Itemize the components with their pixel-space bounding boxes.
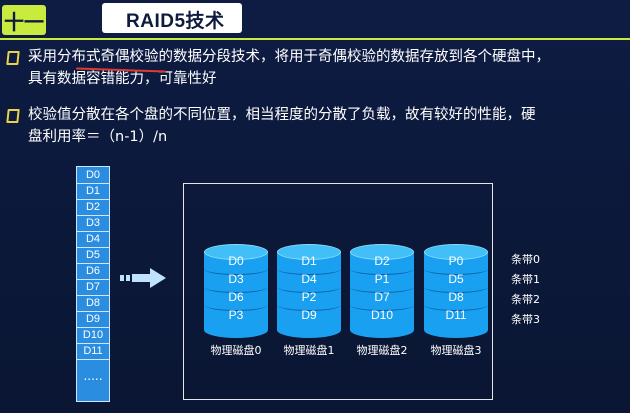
title-bar [102,3,242,33]
more-indicator: ..... [83,369,103,383]
header-divider [0,38,630,40]
disk-block: D5 [448,272,464,286]
stripe-cell: D5 [77,247,109,264]
arrow-right-icon [120,268,166,288]
disk-block: D0 [228,254,244,268]
disk-block: D7 [374,290,390,304]
disk-block: D6 [228,290,244,304]
bullet-text-2: 校验值分散在各个盘的不同位置，相当程度的分散了负载，故有较好的性能，硬 盘利用率… [28,104,628,148]
disk-block: P1 [374,272,390,286]
stripe-cell: D11 [77,343,109,360]
stripe-cell: D0 [77,167,109,184]
disk-block: D1 [301,254,317,268]
data-stripe-list: D0 D1 D2 D3 D4 D5 D6 D7 D8 D9 D10 D11 ..… [76,166,110,402]
stripe-cell: D7 [77,279,109,296]
bullet-item-2: 校验值分散在各个盘的不同位置，相当程度的分散了负载，故有较好的性能，硬 盘利用率… [6,104,630,150]
stripe-cell: D10 [77,327,109,344]
stripe-cell: D3 [77,215,109,232]
bullet-2-line1: 校验值分散在各个盘的不同位置，相当程度的分散了负载，故有较好的性能，硬 [28,107,536,123]
disk-block: D11 [445,308,467,322]
disk-block: D10 [370,308,393,322]
disk-label: 物理磁盘0 [210,344,262,357]
disk-block: P3 [228,308,244,322]
disk-label: 物理磁盘1 [283,344,335,357]
chapter-number: 十一 [2,5,46,35]
stripe-cell: D1 [77,183,109,200]
disk-1: D1 D4 P2 D9 [277,244,341,340]
disk-block: P2 [301,290,317,304]
disk-0: D0 D3 D6 P3 [204,244,268,340]
disk-block: D4 [301,272,317,286]
stripe-label-2: 条带2 [511,293,540,306]
raid-array-frame [183,183,493,400]
disk-block: D3 [228,272,244,286]
disk-label: 物理磁盘3 [430,344,482,357]
disk-block: D9 [301,308,317,322]
disk-block: D8 [448,290,464,304]
stripe-label-1: 条带1 [511,273,540,286]
stripe-label-3: 条带3 [511,313,540,326]
bullet-1-line2: 具有数据容错能力，可靠性好 [28,71,217,87]
bullet-text-1: 采用分布式奇偶校验的数据分段技术，将用于奇偶校验的数据存放到各个硬盘中， 具有数… [28,46,628,90]
disk-3: P0 D5 D8 D11 [424,244,488,340]
disk-2: D2 P1 D7 D10 [350,244,414,340]
stripe-cell: D4 [77,231,109,248]
bullet-1-line1: 采用分布式奇偶校验的数据分段技术，将用于奇偶校验的数据存放到各个硬盘中， [28,49,550,65]
bullet-item-1: 采用分布式奇偶校验的数据分段技术，将用于奇偶校验的数据存放到各个硬盘中， 具有数… [6,46,630,92]
stripe-cell: D2 [77,199,109,216]
stripe-cell: D6 [77,263,109,280]
chapter-badge: 十一 [2,3,110,37]
disk-block: P0 [448,254,464,268]
bullet-icon [6,108,18,122]
stripe-cell: D8 [77,295,109,312]
disk-label: 物理磁盘2 [356,344,408,357]
bullet-icon [6,50,18,64]
page-title: RAID5技术 [126,11,225,32]
stripe-cell: D9 [77,311,109,328]
bullet-2-line2: 盘利用率＝（n-1）/n [28,129,168,145]
disk-block: D2 [374,254,390,268]
stripe-label-0: 条带0 [511,253,540,266]
